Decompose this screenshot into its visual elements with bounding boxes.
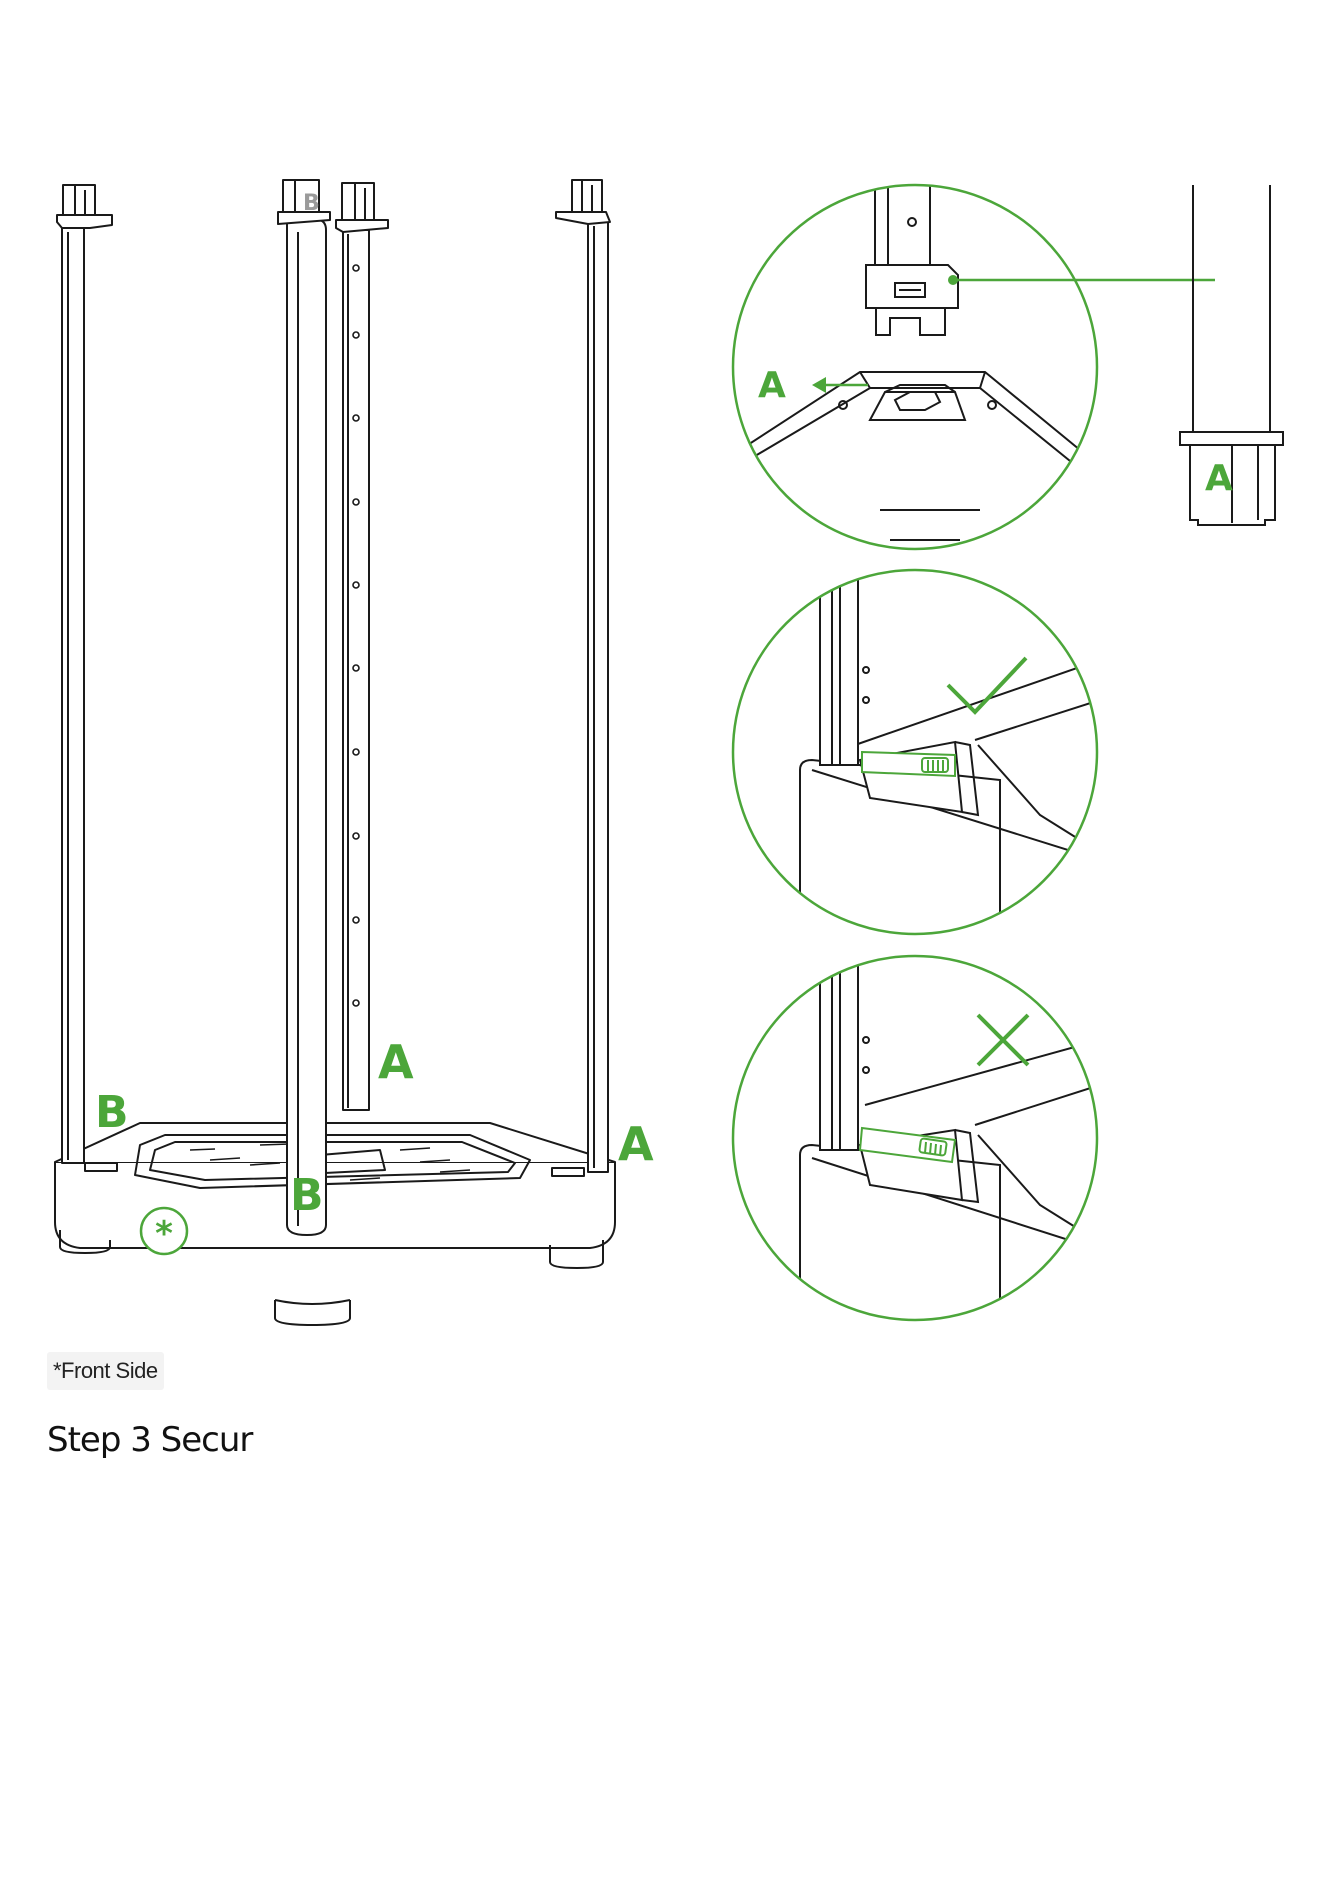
post-left xyxy=(57,185,112,1163)
label-b-top-faint: B xyxy=(303,191,320,216)
detail-incorrect xyxy=(733,950,1100,1325)
front-side-note: *Front Side xyxy=(47,1352,164,1390)
step-title: Step 3 Secur xyxy=(47,1420,252,1460)
post-right xyxy=(556,180,610,1172)
cross-icon xyxy=(978,1015,1028,1065)
label-b-left: B xyxy=(95,1087,129,1138)
post-back-center xyxy=(336,183,388,1110)
detail-connector-label-a: A xyxy=(758,365,786,406)
arrow-left-icon xyxy=(812,377,826,393)
detail-correct xyxy=(733,560,1100,940)
check-icon xyxy=(948,658,1026,712)
label-b-front: B xyxy=(290,1170,324,1221)
base-tray xyxy=(55,1123,615,1325)
label-a-center: A xyxy=(378,1035,414,1089)
front-side-asterisk: * xyxy=(155,1214,173,1254)
side-detail-label-a: A xyxy=(1205,458,1233,499)
post-front xyxy=(278,180,330,1235)
main-frame-figure xyxy=(55,180,615,1325)
detail-connector: A xyxy=(733,180,1215,549)
label-a-right: A xyxy=(618,1117,654,1171)
